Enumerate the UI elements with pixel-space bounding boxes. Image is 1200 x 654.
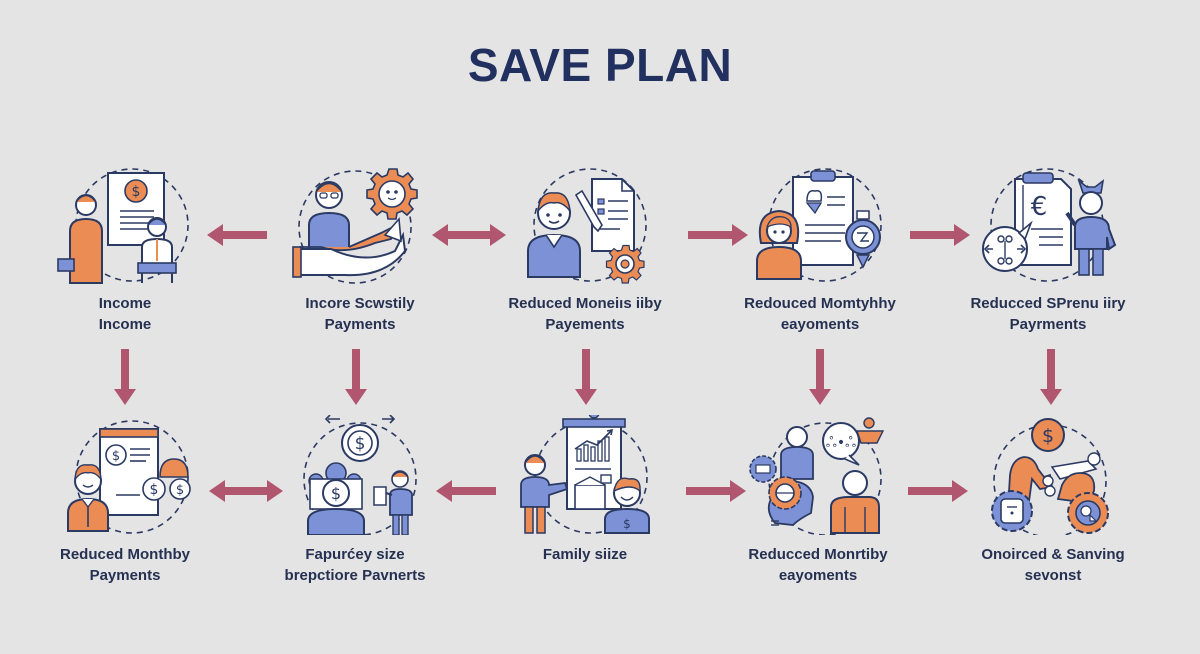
label-onoirced-sanving: Onoirced & Sanving sevonst bbox=[981, 546, 1125, 584]
arrow-down bbox=[575, 349, 597, 405]
node-incore-payments bbox=[285, 165, 435, 285]
label-family-size: Family siize bbox=[542, 546, 628, 563]
svg-text:$: $ bbox=[331, 484, 341, 503]
arrow-right bbox=[908, 224, 970, 246]
family-chart-board-icon: $ bbox=[520, 415, 650, 534]
svg-text:$: $ bbox=[623, 517, 631, 531]
arrow-down bbox=[809, 349, 831, 405]
arrow-right bbox=[686, 224, 748, 246]
svg-text:$: $ bbox=[112, 449, 120, 464]
label-reducced-monrtiby: Reducced Monrtiby eayoments bbox=[748, 546, 888, 584]
arrow-right bbox=[906, 480, 968, 502]
svg-text:$: $ bbox=[1042, 425, 1054, 447]
label-incore-payments: Incore Scwstily Payments bbox=[305, 295, 415, 333]
node-family-size: $ bbox=[515, 415, 665, 535]
euro-document-person-chat-icon: € bbox=[982, 168, 1117, 282]
svg-text:€: € bbox=[1031, 192, 1048, 222]
arrow-down bbox=[345, 349, 367, 405]
person-dollar-coins-document-icon: $ $ $ bbox=[67, 420, 191, 534]
svg-text:$: $ bbox=[176, 483, 184, 498]
node-reduced-monthby: $ $ $ bbox=[60, 415, 210, 535]
svg-text:$: $ bbox=[150, 482, 159, 498]
person-gear-handshake-icon bbox=[292, 168, 418, 284]
label-reduced-moneis: Reduced Moneiıs iiby Payements bbox=[508, 295, 662, 333]
svg-text:$: $ bbox=[132, 184, 141, 200]
svg-text:ஃ•ஃ: ஃ•ஃ bbox=[826, 435, 856, 451]
node-reduced-moneis bbox=[510, 165, 660, 285]
handshake-dollar-gears-icon: $ bbox=[991, 418, 1109, 535]
arrow-right bbox=[684, 480, 746, 502]
arrow-left bbox=[207, 224, 269, 246]
node-fapurcey-size: $ $ bbox=[290, 415, 440, 535]
node-reducced-monrtiby: ஃ•ஃ bbox=[745, 415, 895, 535]
arrow-down bbox=[114, 349, 136, 405]
node-income: $ bbox=[50, 165, 200, 285]
arrow-bidirectional bbox=[209, 480, 283, 502]
node-reducced-sprenu: € bbox=[975, 165, 1125, 285]
business-people-contract-icon: $ bbox=[57, 168, 189, 284]
arrow-bidirectional bbox=[432, 224, 506, 246]
page-title: SAVE PLAN bbox=[467, 39, 733, 91]
label-reducced-sprenu: Reducced SPrenu iiry Payrments bbox=[970, 295, 1126, 333]
people-gear-chat-icon: ஃ•ஃ bbox=[749, 417, 885, 535]
label-fapurcey-size: Fapurćey size brepctiore Pavnerts bbox=[284, 546, 426, 584]
node-onoirced-sanving: $ bbox=[978, 415, 1128, 535]
dollar-people-exchange-icon: $ $ bbox=[303, 415, 417, 535]
arrow-left bbox=[436, 480, 498, 502]
svg-text:$: $ bbox=[355, 434, 366, 454]
node-redouced-momtyhhy bbox=[745, 165, 895, 285]
label-reduced-monthby: Reduced Monthby Payments bbox=[60, 546, 190, 584]
woman-clipboard-scale-icon bbox=[756, 168, 882, 282]
label-income: Income Income bbox=[98, 295, 152, 333]
arrow-down bbox=[1040, 349, 1062, 405]
label-redouced-momtyhhy: Redouced Momtyhhy eayoments bbox=[744, 295, 896, 333]
person-document-gear-icon bbox=[527, 168, 647, 284]
